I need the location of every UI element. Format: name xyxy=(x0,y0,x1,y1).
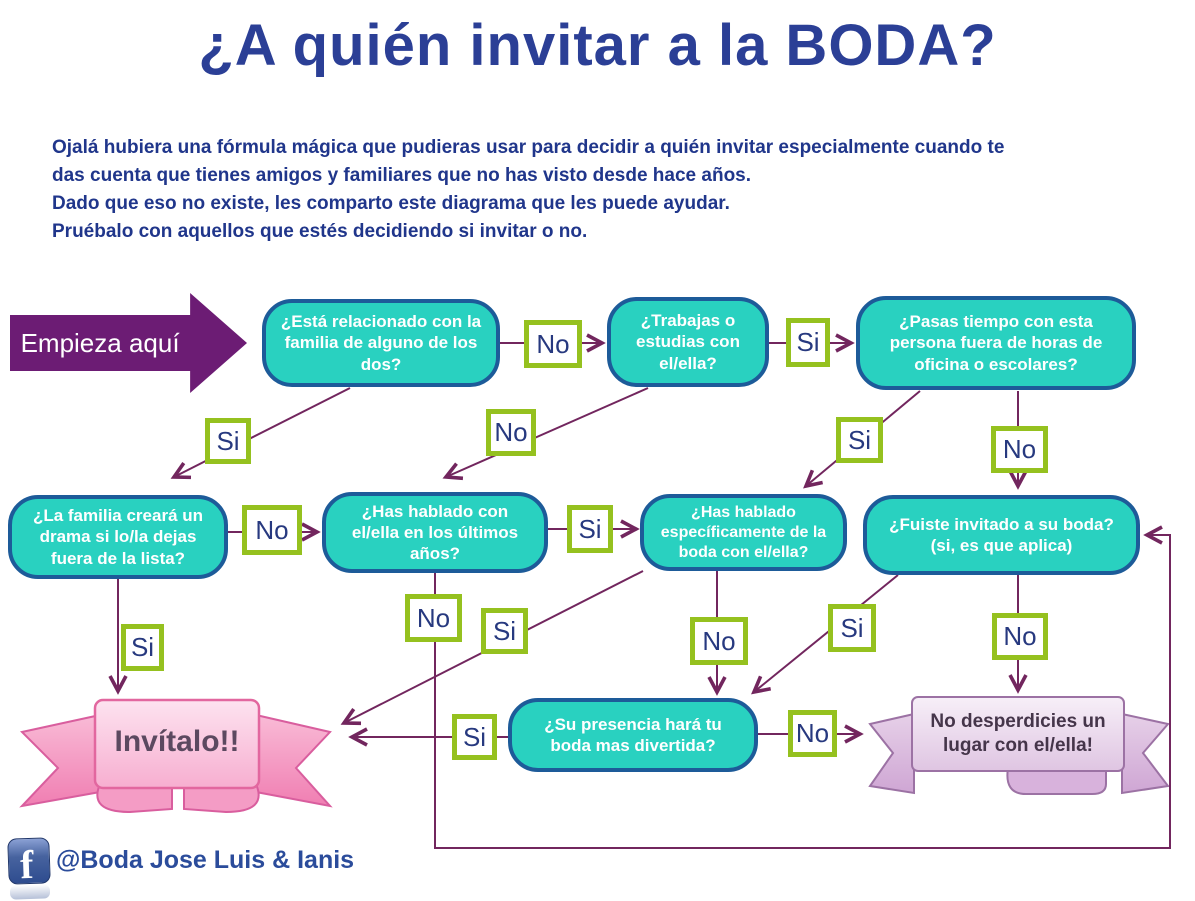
intro-text: Ojalá hubiera una fórmula mágica que pud… xyxy=(52,134,1162,246)
intro-line: Pruébalo con aquellos que estés decidien… xyxy=(52,221,588,242)
question-text: ¿Fuiste invitado a su boda? (si, es que … xyxy=(889,514,1114,555)
answer-si-fun-to-invite: Si xyxy=(452,714,497,760)
page-title: ¿A quién invitar a la BODA? xyxy=(198,13,997,78)
answer-si-talked-to-talkedwedding: Si xyxy=(567,505,613,553)
answer-si-invited-to-fun: Si xyxy=(828,604,876,652)
question-more-fun: ¿Su presencia hará tu boda mas divertida… xyxy=(508,698,758,772)
question-text: ¿Pasas tiempo con esta persona fuera de … xyxy=(889,312,1103,374)
facebook-f-glyph: f xyxy=(19,841,35,885)
question-text: ¿Trabajas o estudias con el/ella? xyxy=(636,311,740,373)
reject-ribbon xyxy=(868,696,1170,795)
answer-no-talkedwedding-to-fun: No xyxy=(690,617,748,665)
answer-no-fun-to-reject: No xyxy=(788,710,837,757)
answer-no-related-to-work: No xyxy=(524,320,582,368)
question-text: ¿Su presencia hará tu boda mas divertida… xyxy=(544,714,722,755)
answer-si-drama-to-invite: Si xyxy=(121,624,164,671)
question-family-drama: ¿La familia creará un drama si lo/la dej… xyxy=(8,495,228,579)
answer-no-talked-to-invited: No xyxy=(405,594,462,642)
answer-no-time-to-invited: No xyxy=(991,426,1048,473)
question-talked-recent: ¿Has hablado con el/ella en los últimos … xyxy=(322,492,548,573)
invite-ribbon xyxy=(19,698,333,814)
question-talked-wedding: ¿Has hablado específicamente de la boda … xyxy=(640,494,847,571)
intro-line: das cuenta que tienes amigos y familiare… xyxy=(52,165,752,186)
intro-line: Dado que eso no existe, les comparto est… xyxy=(52,193,730,214)
answer-no-invited-to-reject: No xyxy=(992,613,1048,660)
question-time-outside: ¿Pasas tiempo con esta persona fuera de … xyxy=(856,296,1136,390)
answer-si-talkedwedding-to-invite: Si xyxy=(481,608,528,654)
question-text: ¿La familia creará un drama si lo/la dej… xyxy=(32,506,204,568)
question-work-study: ¿Trabajas o estudias con el/ella? xyxy=(607,297,769,387)
answer-si-time-to-talkedwedding: Si xyxy=(836,417,883,463)
reject-ribbon-label: No desperdicies un lugar con el/ella! xyxy=(930,711,1106,756)
answer-no-drama-to-talked: No xyxy=(242,505,302,555)
start-arrow-label: Empieza aquí xyxy=(20,327,180,358)
question-invited-their-wedding: ¿Fuiste invitado a su boda? (si, es que … xyxy=(863,495,1140,575)
question-text: ¿Has hablado específicamente de la boda … xyxy=(660,503,827,561)
question-text: ¿Has hablado con el/ella en los últimos … xyxy=(351,501,519,564)
invite-ribbon-label: Invítalo!! xyxy=(114,725,240,758)
question-related-family: ¿Está relacionado con la familia de algu… xyxy=(262,299,500,387)
facebook-icon: f xyxy=(7,837,51,885)
facebook-handle: @Boda Jose Luis & Ianis xyxy=(56,846,355,874)
facebook-icon-reflection xyxy=(9,884,51,900)
answer-si-work-to-time: Si xyxy=(786,318,830,367)
intro-line: Ojalá hubiera una fórmula mágica que pud… xyxy=(52,137,1005,158)
question-text: ¿Está relacionado con la familia de algu… xyxy=(280,312,482,374)
answer-si-related-to-drama: Si xyxy=(205,418,251,464)
answer-no-work-to-talked: No xyxy=(486,409,536,456)
